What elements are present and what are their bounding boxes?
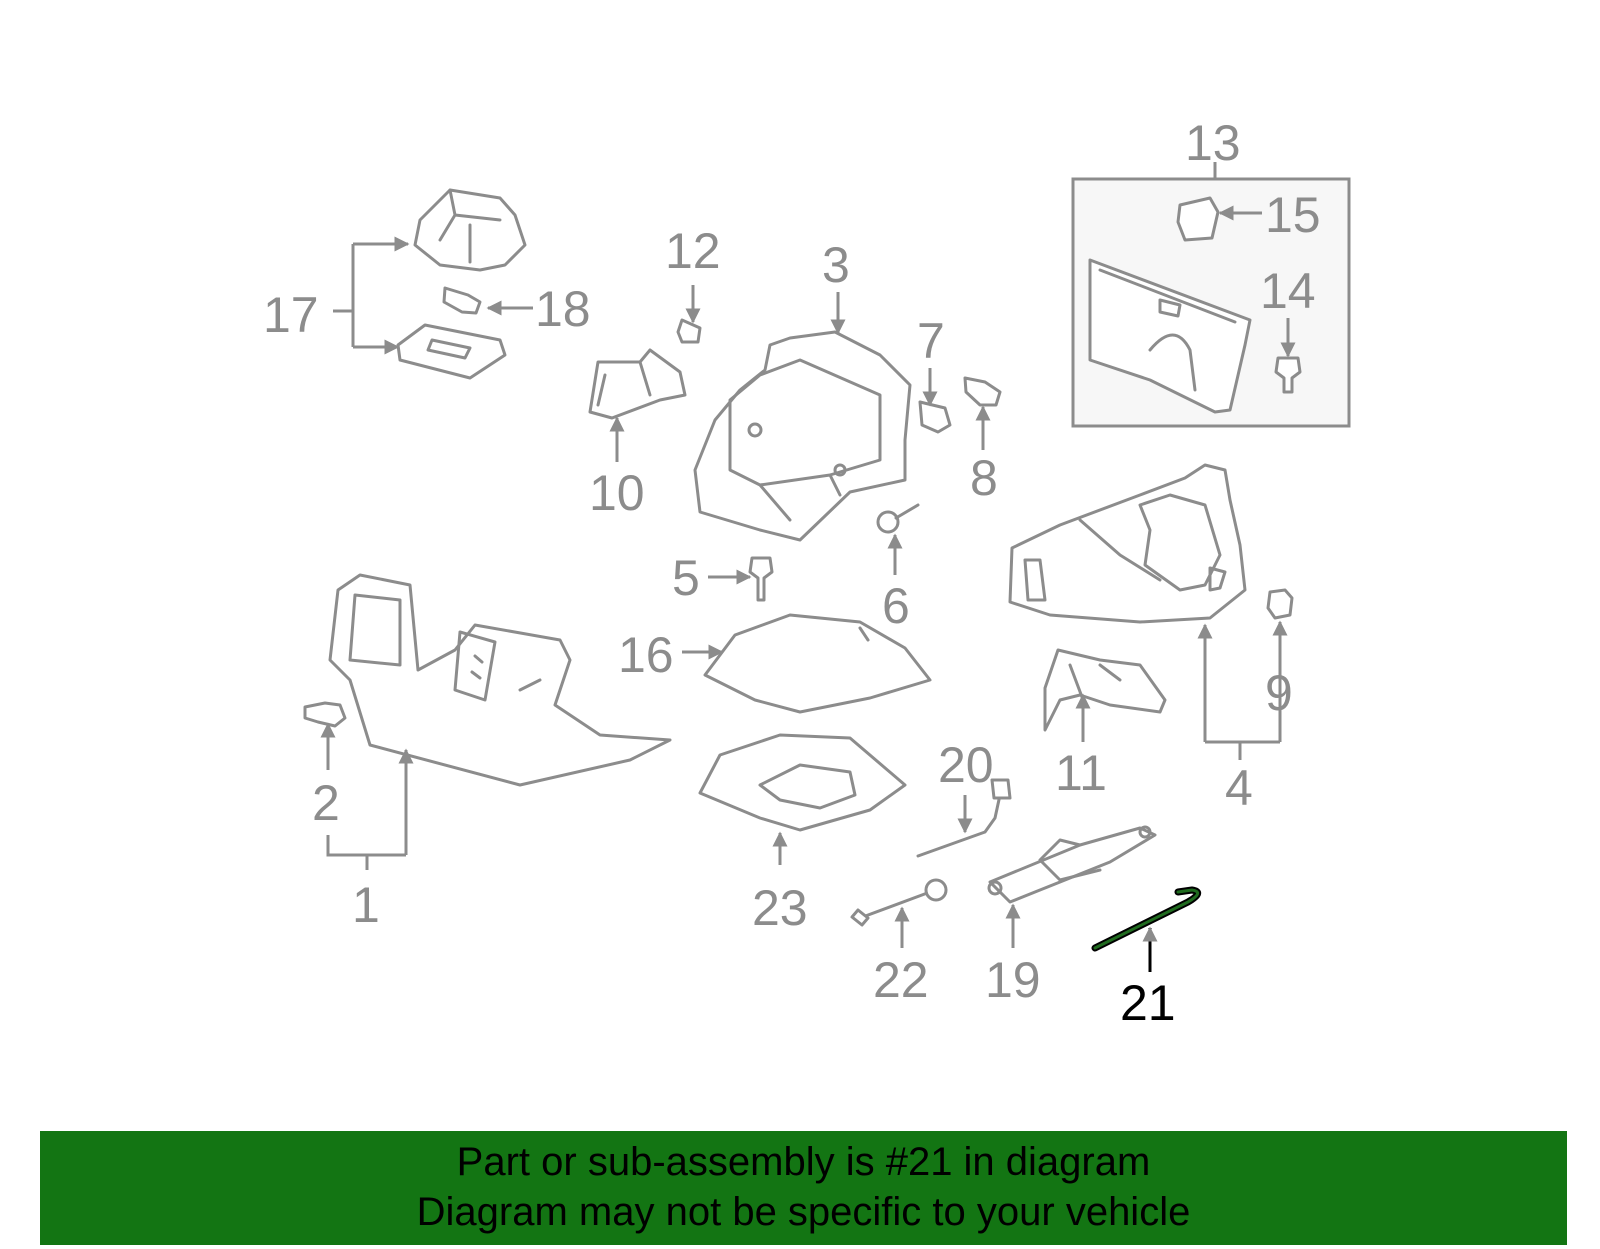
part-23-spare-cover[interactable]: [698, 733, 907, 832]
label-21: 21: [1120, 975, 1176, 1031]
label-16: 16: [618, 627, 674, 683]
label-14: 14: [1260, 263, 1316, 319]
part-8-bolt[interactable]: [963, 376, 1002, 407]
label-3: 3: [822, 237, 850, 293]
part-18-bulb[interactable]: [442, 286, 482, 315]
label-7: 7: [917, 313, 945, 369]
label-13: 13: [1185, 115, 1241, 171]
label-9: 9: [1265, 665, 1293, 721]
label-18: 18: [535, 281, 591, 337]
part-7-bolt[interactable]: [918, 400, 952, 434]
label-2: 2: [312, 775, 340, 831]
label-5: 5: [672, 550, 700, 606]
info-banner: Part or sub-assembly is #21 in diagram D…: [40, 1131, 1567, 1245]
label-23: 23: [752, 880, 808, 936]
label-8: 8: [970, 450, 998, 506]
banner-line-2: Diagram may not be specific to your vehi…: [416, 1190, 1191, 1234]
label-11: 11: [1055, 745, 1107, 801]
label-12: 12: [665, 223, 721, 279]
part-22-wrench[interactable]: [850, 878, 948, 927]
part-17-lens[interactable]: [396, 323, 507, 380]
part-20-jack-handle[interactable]: [916, 778, 1012, 858]
part-6-screw[interactable]: [876, 503, 920, 534]
part-5-screw[interactable]: [748, 556, 774, 602]
label-15: 15: [1265, 187, 1321, 243]
part-13-trunk-end-panel[interactable]: [1088, 258, 1252, 414]
part-12-clip[interactable]: [676, 318, 702, 344]
part-4-rear-side-lining[interactable]: [1008, 463, 1247, 624]
label-6: 6: [882, 578, 910, 634]
part-11-bracket[interactable]: [1043, 648, 1167, 732]
label-19: 19: [985, 952, 1041, 1008]
label-10: 10: [589, 465, 645, 521]
part-17-light-housing[interactable]: [413, 188, 527, 272]
label-17: 17: [263, 287, 319, 343]
part-2-clip[interactable]: [303, 701, 347, 728]
part-21-jack-lever[interactable]: [1091, 886, 1202, 952]
label-22: 22: [873, 952, 929, 1008]
banner-line-1: Part or sub-assembly is #21 in diagram: [456, 1140, 1151, 1184]
part-10-bracket[interactable]: [588, 348, 687, 420]
label-1: 1: [352, 877, 380, 933]
leader-lines: [320, 162, 1296, 972]
part-3-trunk-side-lining[interactable]: [693, 330, 912, 542]
part-9-clip[interactable]: [1266, 588, 1294, 620]
part-14-bolt[interactable]: [1274, 356, 1302, 394]
part-16-floor-board[interactable]: [703, 613, 932, 714]
label-20: 20: [938, 737, 994, 793]
label-4: 4: [1225, 760, 1253, 816]
part-1-trunk-tray[interactable]: [328, 573, 672, 787]
part-19-scissor-jack[interactable]: [987, 825, 1157, 904]
part-15-clip[interactable]: [1176, 196, 1220, 242]
